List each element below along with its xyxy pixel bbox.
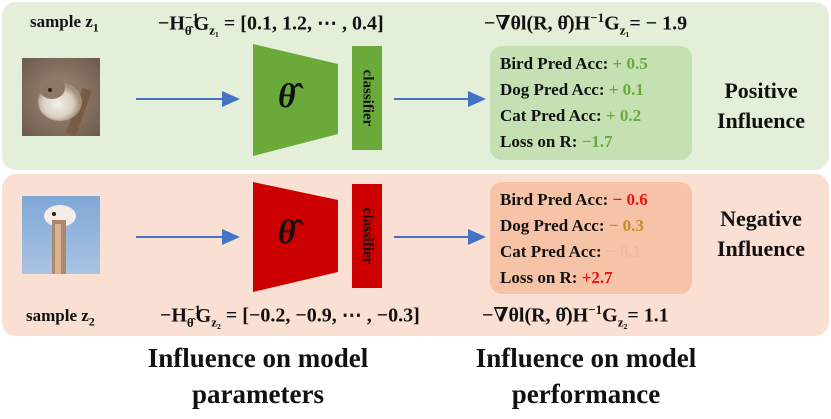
stat-row-loss: Loss on R: +2.7	[500, 268, 613, 287]
caption-model-parameters: Influence on model parameters	[147, 343, 369, 409]
sample-z2-label: sample z2	[26, 306, 95, 329]
perf-influence-formula-z1: −∇θl(R, θ̂)H−1Gz₁= − 1.9	[484, 10, 688, 38]
stat-row-cat: Cat Pred Acc: − 0.1	[500, 242, 642, 261]
bottom-stats-box: Bird Pred Acc: − 0.6 Dog Pred Acc: − 0.3…	[490, 182, 692, 294]
stat-row-loss: Loss on R: −1.7	[500, 132, 613, 151]
ostrich-sample-image	[22, 196, 100, 274]
param-influence-formula-z2: −H−1θ̂Gz₂ = [−0.2, −0.9, ⋯ , −0.3]	[160, 302, 420, 330]
caption-model-performance: Influence on model performance	[475, 343, 697, 409]
stat-row-bird: Bird Pred Acc: + 0.5	[500, 54, 648, 73]
negative-influence-label: Negative Influence	[717, 206, 805, 261]
stat-row-dog: Dog Pred Acc: − 0.3	[500, 216, 644, 235]
top-stats-box: Bird Pred Acc: + 0.5 Dog Pred Acc: + 0.1…	[490, 46, 692, 160]
stat-row-cat: Cat Pred Acc: + 0.2	[500, 106, 642, 125]
model-trapezoid-top	[253, 44, 338, 156]
classifier-block-top: classifier	[352, 46, 382, 150]
sample-z1-label: sample z1	[30, 12, 99, 35]
param-influence-formula-z1: −H−1θ̂Gz₁ = [0.1, 1.2, ⋯ , 0.4]	[158, 10, 384, 38]
model-trapezoid-bottom	[253, 182, 338, 292]
stat-row-dog: Dog Pred Acc: + 0.1	[500, 80, 644, 99]
perf-influence-formula-z2: −∇θl(R, θ̂)H−1Gz₂= 1.1	[482, 302, 669, 330]
bird-sample-image	[22, 58, 100, 136]
positive-influence-label: Positive Influence	[717, 78, 805, 133]
theta-hat-top: θ̂	[278, 78, 296, 115]
classifier-block-bottom: classifier	[352, 184, 382, 288]
stat-row-bird: Bird Pred Acc: − 0.6	[500, 190, 648, 209]
theta-hat-bottom: θ̂	[278, 214, 296, 251]
